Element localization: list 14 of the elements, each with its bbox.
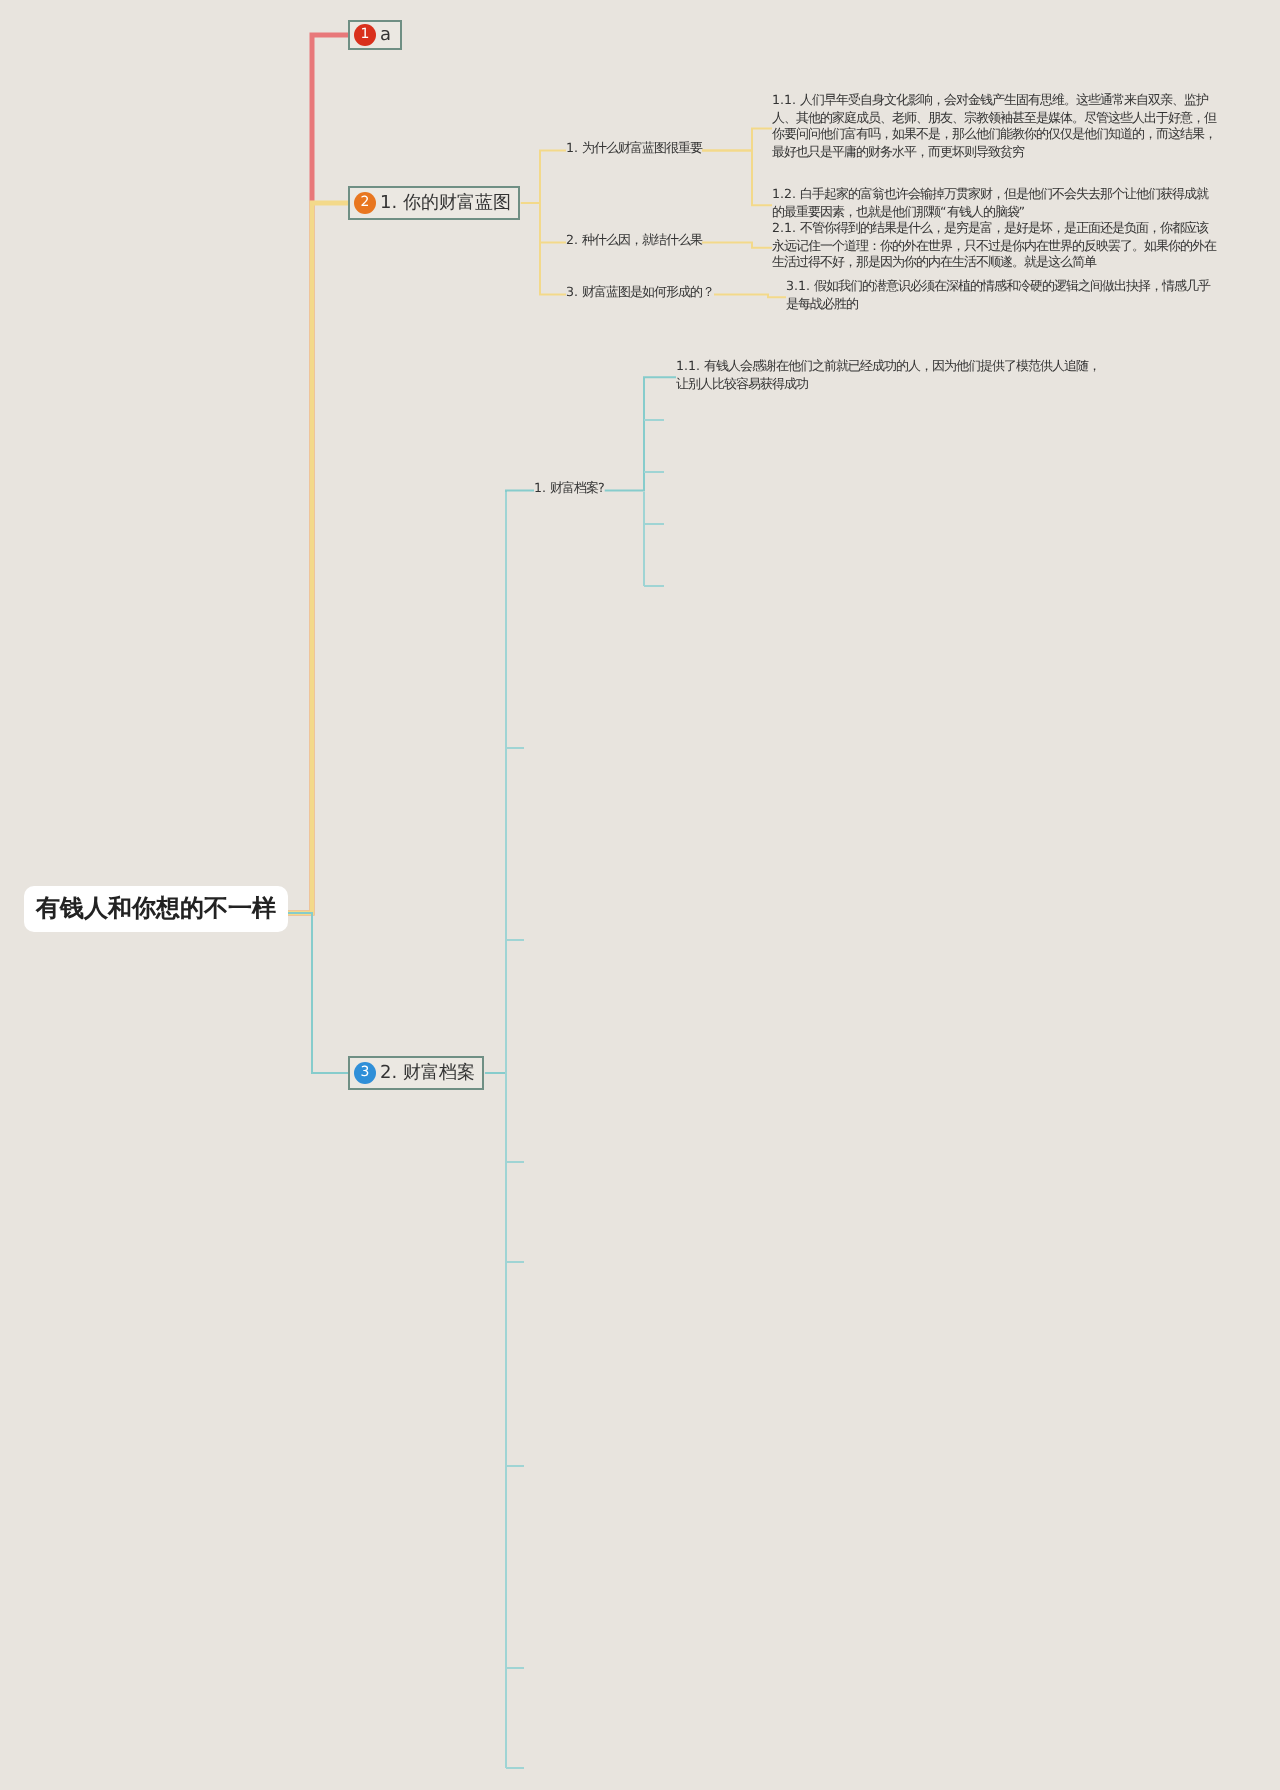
branch-line	[287, 912, 349, 1074]
branch-line	[288, 200, 348, 916]
branch-line	[603, 376, 677, 492]
branch-line	[701, 241, 773, 249]
topic-box	[348, 20, 402, 50]
topic-label: 1. 你的财富蓝图	[380, 191, 511, 216]
branch-line	[519, 202, 567, 296]
branch-line	[701, 149, 773, 207]
topic-box	[348, 1056, 485, 1090]
branch-line	[713, 293, 787, 299]
central-topic: 有钱人和你想的不一样	[24, 886, 288, 932]
topic-label: 2. 财富档案	[380, 1060, 475, 1086]
topic-label: a	[380, 25, 392, 45]
topic-box	[348, 186, 521, 220]
